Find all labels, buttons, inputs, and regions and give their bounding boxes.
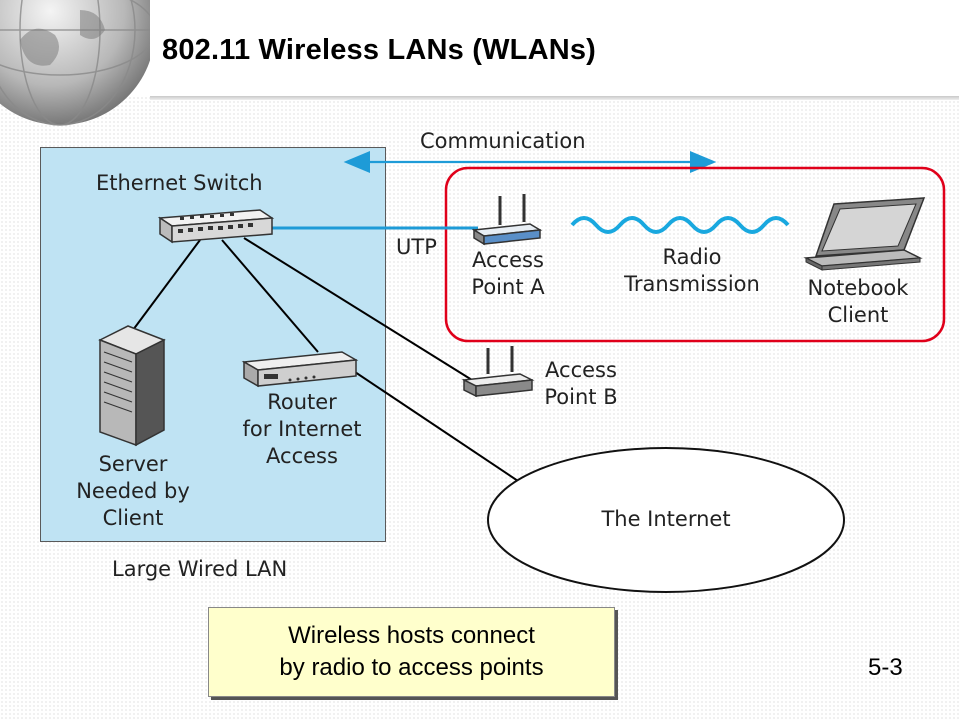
title-underline bbox=[150, 96, 959, 100]
communication-label: Communication bbox=[420, 129, 586, 153]
link-switch-server bbox=[129, 239, 201, 335]
internet-ellipse bbox=[487, 447, 845, 593]
internet-label: The Internet bbox=[601, 507, 731, 531]
access-point-b-icon bbox=[461, 346, 535, 398]
ethernet-switch-label: Ethernet Switch bbox=[96, 171, 263, 195]
page-number: 5-3 bbox=[868, 654, 903, 681]
wireless-highlight-box bbox=[444, 166, 946, 343]
callout-box: Wireless hosts connect by radio to acces… bbox=[208, 607, 615, 697]
access-point-a-icon bbox=[471, 194, 543, 246]
wired-lan-region bbox=[40, 147, 386, 542]
radio-wave bbox=[570, 216, 790, 234]
notebook-client-icon bbox=[803, 197, 926, 271]
callout-line-1: Wireless hosts connect bbox=[288, 622, 535, 649]
utp-label: UTP bbox=[396, 235, 437, 259]
server-icon bbox=[98, 325, 166, 447]
globe-logo bbox=[0, 0, 150, 126]
callout-line-2: by radio to access points bbox=[279, 654, 544, 681]
server-label: Server Needed by Client bbox=[76, 452, 190, 530]
radio-transmission-label: Radio Transmission bbox=[624, 245, 760, 296]
access-point-a-label: Access Point A bbox=[471, 248, 545, 299]
link-switch-apb bbox=[243, 237, 473, 381]
notebook-client-label: Notebook Client bbox=[807, 276, 909, 327]
slide-title: 802.11 Wireless LANs (WLANs) bbox=[162, 34, 597, 66]
access-point-b-label: Access Point B bbox=[544, 358, 618, 409]
link-router-internet bbox=[351, 369, 525, 486]
router-icon bbox=[241, 351, 359, 388]
lan-label: Large Wired LAN bbox=[112, 557, 288, 581]
router-label: Router for Internet Access bbox=[242, 390, 362, 468]
ethernet-switch-icon bbox=[157, 209, 275, 244]
link-switch-router bbox=[221, 239, 319, 353]
